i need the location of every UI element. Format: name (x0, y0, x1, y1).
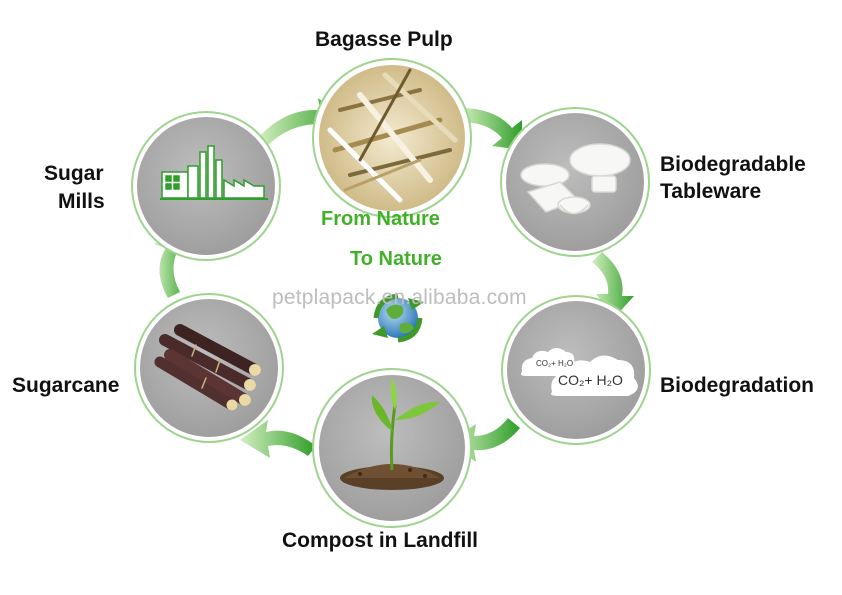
bagasse-fiber-icon (327, 68, 458, 203)
sprout-icon (340, 378, 444, 490)
slogan-to-nature: To Nature (350, 248, 442, 270)
label-mills-line2: Mills (58, 190, 105, 213)
factory-icon (160, 145, 268, 200)
label-tableware-line2: Tableware (660, 180, 762, 203)
watermark: petplapack.en.alibaba.com (272, 286, 527, 309)
cloud-text-large: CO₂+ H₂O (558, 372, 623, 388)
label-sugar-line1: Sugar (44, 162, 104, 185)
label-bagasse-pulp: Bagasse Pulp (315, 28, 453, 51)
slogan-from-nature: From Nature (321, 208, 440, 230)
label-compost: Compost in Landfill (282, 529, 478, 552)
arrow-compost-to-sugarcane (240, 420, 316, 458)
label-biodegradation: Biodegradation (660, 374, 815, 397)
recycle-globe-icon (372, 293, 424, 343)
tableware-icon (520, 143, 631, 215)
arrow-pulp-to-tableware (460, 108, 522, 150)
label-biodegradable-line1: Biodegradable (660, 153, 806, 176)
sugarcane-icon (154, 324, 261, 411)
cloud-text-small: CO₂+ H₂O (536, 359, 574, 368)
circle-tableware (500, 107, 650, 257)
cloud-icon (520, 348, 638, 396)
label-sugarcane: Sugarcane (12, 374, 120, 397)
